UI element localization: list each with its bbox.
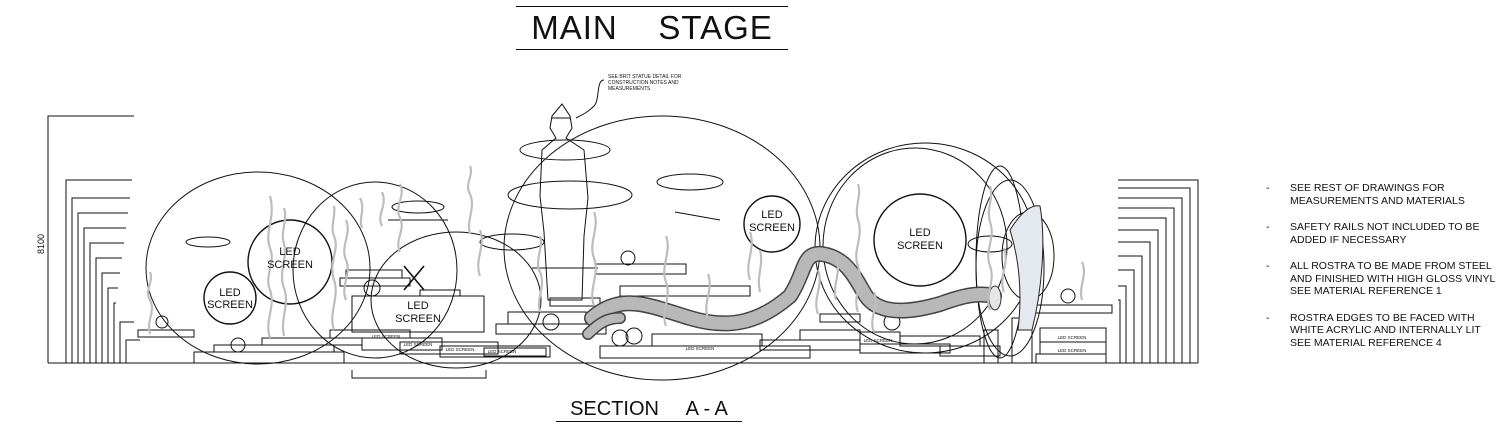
center-led-block: [351, 295, 485, 333]
strip-label: LED SCREEN: [864, 338, 893, 343]
glass-fin: [1009, 205, 1044, 331]
led-label: LED: [761, 209, 782, 221]
strip-label: LED SCREEN: [372, 334, 401, 339]
note-item: ALL ROSTRA TO BE MADE FROM STEEL AND FIN…: [1266, 260, 1504, 298]
rostra-right: [1011, 304, 1113, 364]
led-label: SCREEN: [749, 222, 795, 234]
section-title: SECTION A - A: [556, 397, 742, 422]
statue-figure: [539, 103, 589, 301]
led-label: LED: [279, 246, 300, 258]
strip-label: LED SCREEN: [446, 347, 475, 352]
callout-line-1: SEE BRIT STATUE DETAIL FOR: [608, 74, 682, 80]
led-strip-labels: LED SCREEN LED SCREEN LED SCREEN LED SCR…: [372, 334, 1087, 354]
callout-line-3: MEASUREMENTS: [608, 86, 651, 92]
led-screen-circle: [743, 195, 801, 253]
led-screens: [203, 193, 967, 325]
serpent-tube: [582, 245, 1002, 340]
led-screen-circle: [873, 193, 967, 287]
statue-callout: SEE BRIT STATUE DETAIL FOR CONSTRUCTION …: [608, 74, 682, 92]
led-label: LED: [909, 227, 930, 239]
left-dimension-lines: [47, 115, 140, 363]
led-label: SCREEN: [207, 299, 253, 311]
led-label: SCREEN: [897, 240, 943, 252]
seaweed-strands: [146, 165, 1086, 339]
led-screen-labels: LED SCREEN LED SCREEN LED SCREEN LED SCR…: [207, 209, 943, 325]
drawing-title: MAIN STAGE: [516, 6, 788, 50]
led-label: LED: [219, 287, 240, 299]
height-dimension-label: 8100: [36, 234, 46, 254]
callout-line-2: CONSTRUCTION NOTES AND: [608, 80, 679, 86]
right-dimension-lines: [1118, 179, 1199, 363]
strip-label: LED SCREEN: [1058, 348, 1087, 353]
strip-label: LED SCREEN: [1058, 335, 1087, 340]
led-label: LED: [407, 300, 428, 312]
construction-notes: SEE REST OF DRAWINGS FOR MEASUREMENTS AN…: [1266, 182, 1504, 363]
led-label: SCREEN: [267, 259, 313, 271]
strip-label: LED SCREEN: [404, 342, 433, 347]
led-screen-circle: [203, 271, 257, 325]
strip-label: LED SCREEN: [686, 346, 715, 351]
callout-leader: [575, 79, 605, 119]
note-item: ROSTRA EDGES TO BE FACED WITH WHITE ACRY…: [1266, 312, 1504, 350]
strip-label: LED SCREEN: [488, 349, 517, 354]
cross-marker: [403, 265, 425, 291]
rostra-left: [137, 269, 551, 364]
decor-spheres: [155, 250, 1076, 353]
note-item: SEE REST OF DRAWINGS FOR MEASUREMENTS AN…: [1266, 182, 1504, 207]
note-item: SAFETY RAILS NOT INCLUDED TO BE ADDED IF…: [1266, 221, 1504, 246]
led-label: SCREEN: [395, 313, 441, 325]
bottom-dimension: [351, 370, 487, 379]
